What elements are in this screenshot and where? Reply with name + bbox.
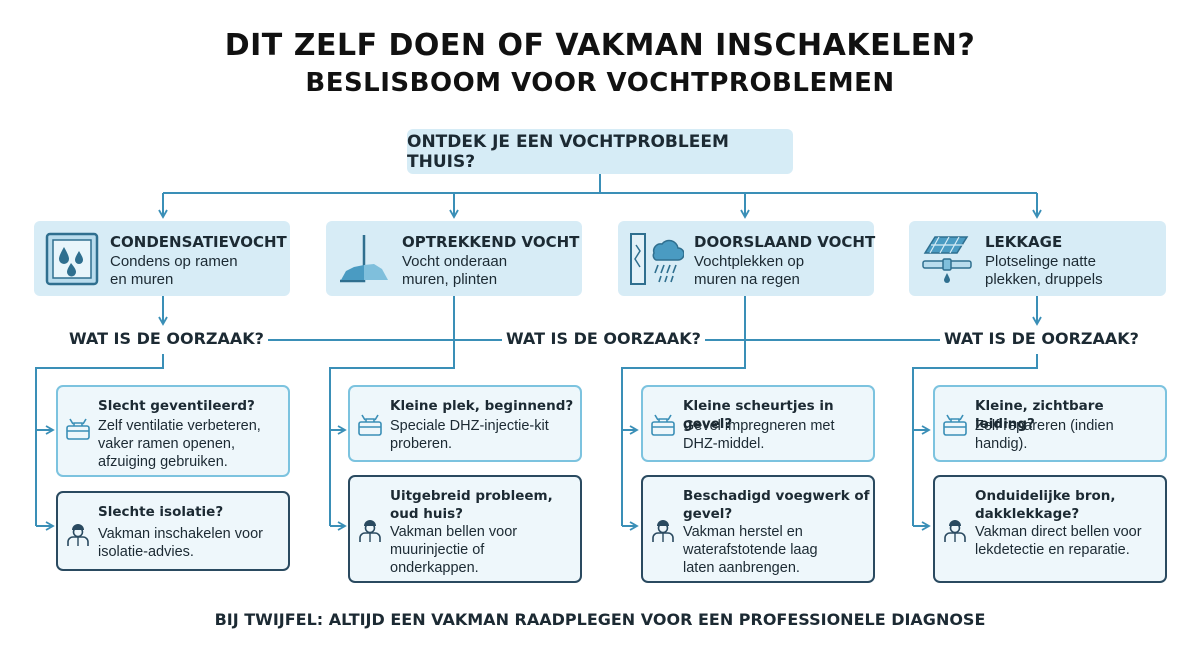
option-title: Slecht geventileerd? (98, 398, 255, 414)
category-title: LEKKAGE (985, 233, 1063, 251)
title-line-1: DIT ZELF DOEN OF VAKMAN INSCHAKELEN? (224, 28, 976, 63)
leaking-pipe-icon (922, 236, 972, 283)
category-title: CONDENSATIEVOCHT (110, 233, 287, 251)
title-line-2: BESLISBOOM VOOR VOCHTPROBLEMEN (305, 68, 895, 98)
option-uitgebreid-probleem: Uitgebreid probleem, oud huis? Vakman be… (348, 475, 582, 583)
col4-branch-line (912, 354, 1038, 526)
footer-advice: BIJ TWIJFEL: ALTIJD EEN VAKMAN RAADPLEGE… (214, 610, 986, 629)
category-title: OPTREKKEND VOCHT (402, 233, 580, 251)
category-doorslaand-vocht: DOORSLAAND VOCHT Vochtplekken op muren n… (618, 221, 876, 296)
option-description: Zelf repareren (indien handig). (975, 418, 1114, 452)
col1-branch-line (35, 354, 164, 526)
col3-branch-line (621, 340, 746, 526)
category-condensatievocht: CONDENSATIEVOCHT Condens op ramen en mur… (34, 221, 290, 296)
category-optrekkend-vocht: OPTREKKEND VOCHT Vocht onderaan muren, p… (326, 221, 582, 296)
option-description: Vakman herstel en waterafstotende laag l… (683, 524, 818, 576)
option-description: Vakman inschakelen voor isolatie-advies. (98, 526, 263, 560)
category-description: Plotselinge natte plekken, druppels (985, 253, 1103, 288)
professional-icon (359, 520, 381, 542)
option-description: Vakman direct bellen voor lekdetectie en… (975, 524, 1142, 558)
option-title: Kleine scheurtjes in gevel? (683, 398, 834, 432)
cause-question-center: WAT IS DE OORZAAK? (502, 329, 705, 348)
rain-wall-icon (630, 233, 684, 285)
toolbox-icon (66, 418, 90, 440)
option-title: Onduidelijke bron, dakklekkage? (975, 488, 1116, 522)
toolbox-icon (358, 414, 382, 436)
cause-question-right: WAT IS DE OORZAAK? (940, 329, 1143, 348)
option-description: Zelf ventilatie verbeteren, vaker ramen … (98, 418, 261, 470)
window-droplets-icon (45, 232, 99, 286)
professional-icon (67, 524, 89, 546)
category-title: DOORSLAAND VOCHT (694, 233, 876, 251)
category-description: Vocht onderaan muren, plinten (402, 253, 508, 288)
toolbox-icon (651, 414, 675, 436)
option-title: Kleine, zichtbare leiding? (975, 398, 1104, 432)
option-onduidelijke-bron: Onduidelijke bron, dakklekkage? Vakman d… (933, 475, 1167, 583)
col2-branch-line (329, 340, 455, 526)
option-slecht-geventileerd: Slecht geventileerd? Zelf ventilatie ver… (56, 385, 290, 477)
category-lekkage: LEKKAGE Plotselinge natte plekken, drupp… (909, 221, 1166, 296)
root-question-box: ONTDEK JE EEN VOCHTPROBLEEM THUIS? (407, 129, 793, 174)
professional-icon (652, 520, 674, 542)
option-slechte-isolatie: Slechte isolatie? Vakman inschakelen voo… (56, 491, 290, 571)
option-title: Slechte isolatie? (98, 504, 224, 520)
option-description: Speciale DHZ-injectie-kit proberen. (390, 418, 549, 452)
option-beschadigd-voegwerk: Beschadigd voegwerk of gevel? Vakman her… (641, 475, 875, 583)
rising-damp-wall-icon (340, 235, 388, 283)
category-description: Condens op ramen en muren (110, 253, 238, 288)
option-kleine-scheurtjes: Kleine scheurtjes in gevel? Gevel impreg… (641, 385, 875, 462)
cause-question-left: WAT IS DE OORZAAK? (65, 329, 268, 348)
option-kleine-plek: Kleine plek, beginnend? Speciale DHZ-inj… (348, 385, 582, 462)
option-title: Beschadigd voegwerk of gevel? (683, 488, 870, 522)
toolbox-icon (943, 414, 967, 436)
option-title: Kleine plek, beginnend? (390, 398, 574, 414)
option-kleine-leiding: Kleine, zichtbare leiding? Zelf reparere… (933, 385, 1167, 462)
professional-icon (944, 520, 966, 542)
option-description: Vakman bellen voor muurinjectie of onder… (390, 524, 518, 576)
option-title: Uitgebreid probleem, oud huis? (390, 488, 553, 522)
category-description: Vochtplekken op muren na regen (694, 253, 805, 288)
option-description: Gevel impregneren met DHZ-middel. (683, 418, 835, 452)
